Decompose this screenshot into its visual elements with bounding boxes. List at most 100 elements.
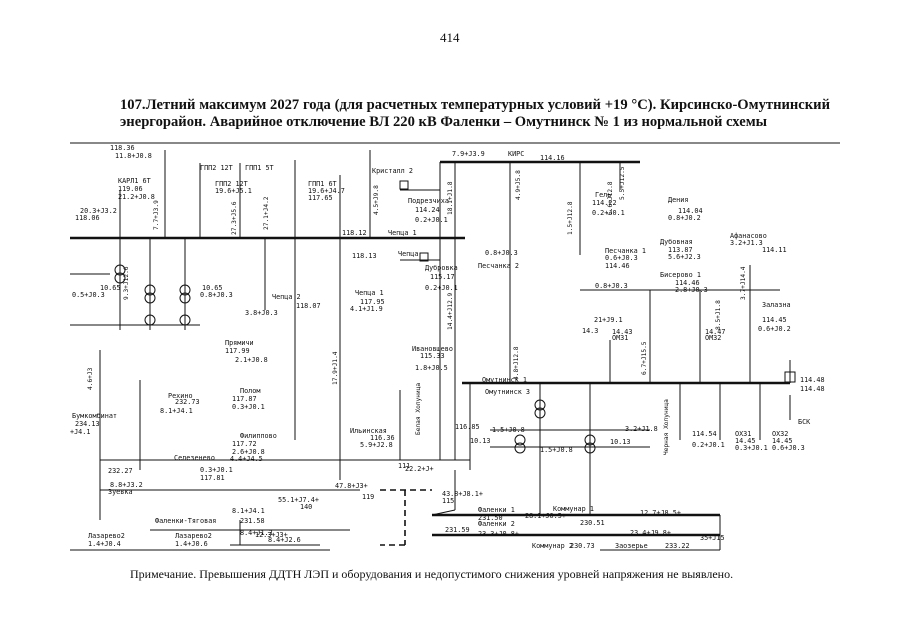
label-ox31: ОХ31 [735,430,751,438]
label-selezenevo-v: 117.81 [200,474,225,482]
label-ox-left: 114.54 [692,430,717,438]
label-ivanovo: Ивановщево [412,345,453,353]
heading-number: 107. [120,97,146,113]
label-afanasovo: Афанасово [730,232,767,240]
label-belaya: Белая Холуница [415,383,422,435]
label-gel-p: 0.2+J0.1 [592,209,625,217]
label-afanasovo-v: 114.11 [762,246,787,254]
label-lazarevo-p: 1.4+J0.4 [88,540,121,548]
label-ox32: ОХ32 [772,430,788,438]
label-kombinat-v: 234.13 [75,420,100,428]
label-gel: Гель [595,191,611,199]
label-dubrovka-p: 0.2+J0.1 [425,284,458,292]
label-biserovo-p: 2.8+J0.3 [675,286,708,294]
label-falenki1: Фаленки 1 [478,506,515,514]
label-deniya-v: 114.04 [678,207,703,215]
label-falenki-tag: Фаленки-Тяговая [155,517,216,525]
label-flow-35: 35+J15 [700,534,725,542]
label-flow-43: 43.8+J8.1+ [442,490,483,498]
label-v-vert5: 4.9+J5.8 [515,170,522,200]
label-peschanka1-v: 114.46 [605,262,630,270]
label-v-vert4: 27.1+J4.2 [263,196,270,230]
label-node-140: 140 [300,503,312,511]
label-kirs-v: 114.16 [540,154,565,162]
label-flow-23: 23.3+J0.8+ [478,530,519,538]
label-falenki-tag-v: 231.58 [240,517,265,525]
label-v-vert8: 6.7+J15.5 [641,341,648,375]
label-om31: ОМ31 [612,334,628,342]
label-kombinat-p: +J4.1 [70,428,90,436]
label-biserovo-v: 114.46 [675,279,700,287]
label-ivanovo-p: 1.8+J0.5 [415,364,448,372]
label-v-vert12: 4.8+J12.8 [513,346,520,380]
label-biserovo-p2: 0.8+J0.3 [595,282,628,290]
label-om32: ОМ32 [705,334,721,342]
heading-text: Летний максимум 2027 года (для расчетных… [120,97,830,130]
label-podrezniha: Подрезчиха [408,197,449,205]
label-node-111: 111 [398,462,410,470]
label-falenki-tag-p2: 8.4+J1.3 [240,529,273,537]
label-vatl-p: 21.2+J0.8 [118,193,155,201]
label-zalazna: Залазна [762,301,791,309]
label-deniya: Дения [668,196,688,204]
label-v-vert11: 14.4+J12.9 [447,292,454,330]
label-dubrovka: Дубровка [425,264,458,272]
label-zuevka-p: 8.8+J3.2 [110,481,143,489]
label-lazarevo2: Лазарево2 [175,532,212,540]
label-kombinat: Бумкомбинат [72,412,117,420]
label-omutninsk3: Омутнинск 3 [485,388,530,396]
label-dubovnaya-p: 5.6+J2.3 [668,253,701,261]
label-node-115: 115 [442,497,454,505]
label-ilynskaya-p: 5.9+J2.8 [360,441,393,449]
label-v-vert16: 4.6+J3 [87,367,94,390]
label-ox32-p: 0.6+J0.3 [772,444,805,452]
label-v-vert10: 9.3+J12.6 [123,266,130,300]
label-flow-234: 23.4+J9.8+ [630,529,671,537]
label-omutn-p6: 1.5+J0.8 [540,446,573,454]
page-heading: 107. Летний максимум 2027 года (для расч… [120,97,830,131]
label-zavrazhe-v: 233.22 [665,542,690,550]
label-left1-p2: 0.5+J0.3 [72,291,105,299]
label-kristall-top: 118.36 [110,144,135,152]
label-peschanka2: Песчанка 2 [478,262,519,270]
label-peschanka-p: 0.8+J0.3 [485,249,518,257]
label-deniya-p: 0.8+J0.2 [668,214,701,222]
label-v-vert14: 8.5+J1.8 [715,300,722,330]
label-kristall-top2: 11.8+J0.8 [115,152,152,160]
label-dubovnaya-v: 113.87 [668,246,693,254]
label-bus-v: 118.12 [342,229,367,237]
label-v-vert2: 27.3+J5.6 [231,201,238,235]
label-flow-22: 22.2+J+ [405,465,434,473]
label-chepcha-l: Чепца 1 [355,289,384,297]
label-v-vert15: 5.6+J12.8 [607,181,614,215]
label-fillipovo-p: 2.6+J0.8 [232,448,265,456]
label-podrezniha-p: 0.2+J0.1 [415,216,448,224]
label-selezenevo: Селезенево [174,454,215,462]
footnote: Примечание. Превышения ДДТН ЛЭП и оборуд… [130,567,734,581]
label-falenki1-v: 231.50 [478,514,503,522]
label-v-vert3: 4.5+J9.8 [373,185,380,215]
label-v-vert1: 7.7+J3.9 [153,200,160,230]
label-om32-v: 14.47 [705,328,725,336]
label-gpp2b-v: 19.6+J5.1 [215,187,252,195]
label-omutn-p: 116.85 [455,423,480,431]
label-afanasovo-p: 3.2+J1.3 [730,239,763,247]
label-kirs: КИРС [508,150,524,158]
label-ox31-v: 14.45 [735,437,755,445]
label-chernaya: Черная Холуница [663,399,670,455]
label-pryamoi-p: 2.1+J0.8 [235,356,268,364]
label-gpp2: ГПП2 12Т [200,164,233,172]
label-ilynskaya: Ильинская [350,427,387,435]
label-omutn-p2: 10.13 [470,437,490,445]
label-omutn-p3: 3.2+J1.8 [625,425,658,433]
label-pryamoi: Прямичи [225,339,254,347]
label-falenki2-v: 231.59 [445,526,470,534]
label-polom-p: 0.3+J0.1 [232,403,265,411]
label-fillipovo-p2: 4.4+J4.5 [230,455,263,463]
label-lazarevo2-p: 1.4+J0.6 [175,540,208,548]
label-v-vert6: 1.5+J12.8 [567,201,574,235]
label-fillipovo: Филиппово [240,432,277,440]
label-polom: Полом [240,387,260,395]
label-ilynskaya-v: 116.36 [370,434,395,442]
label-chepcha1: Чепца 1 [388,229,417,237]
